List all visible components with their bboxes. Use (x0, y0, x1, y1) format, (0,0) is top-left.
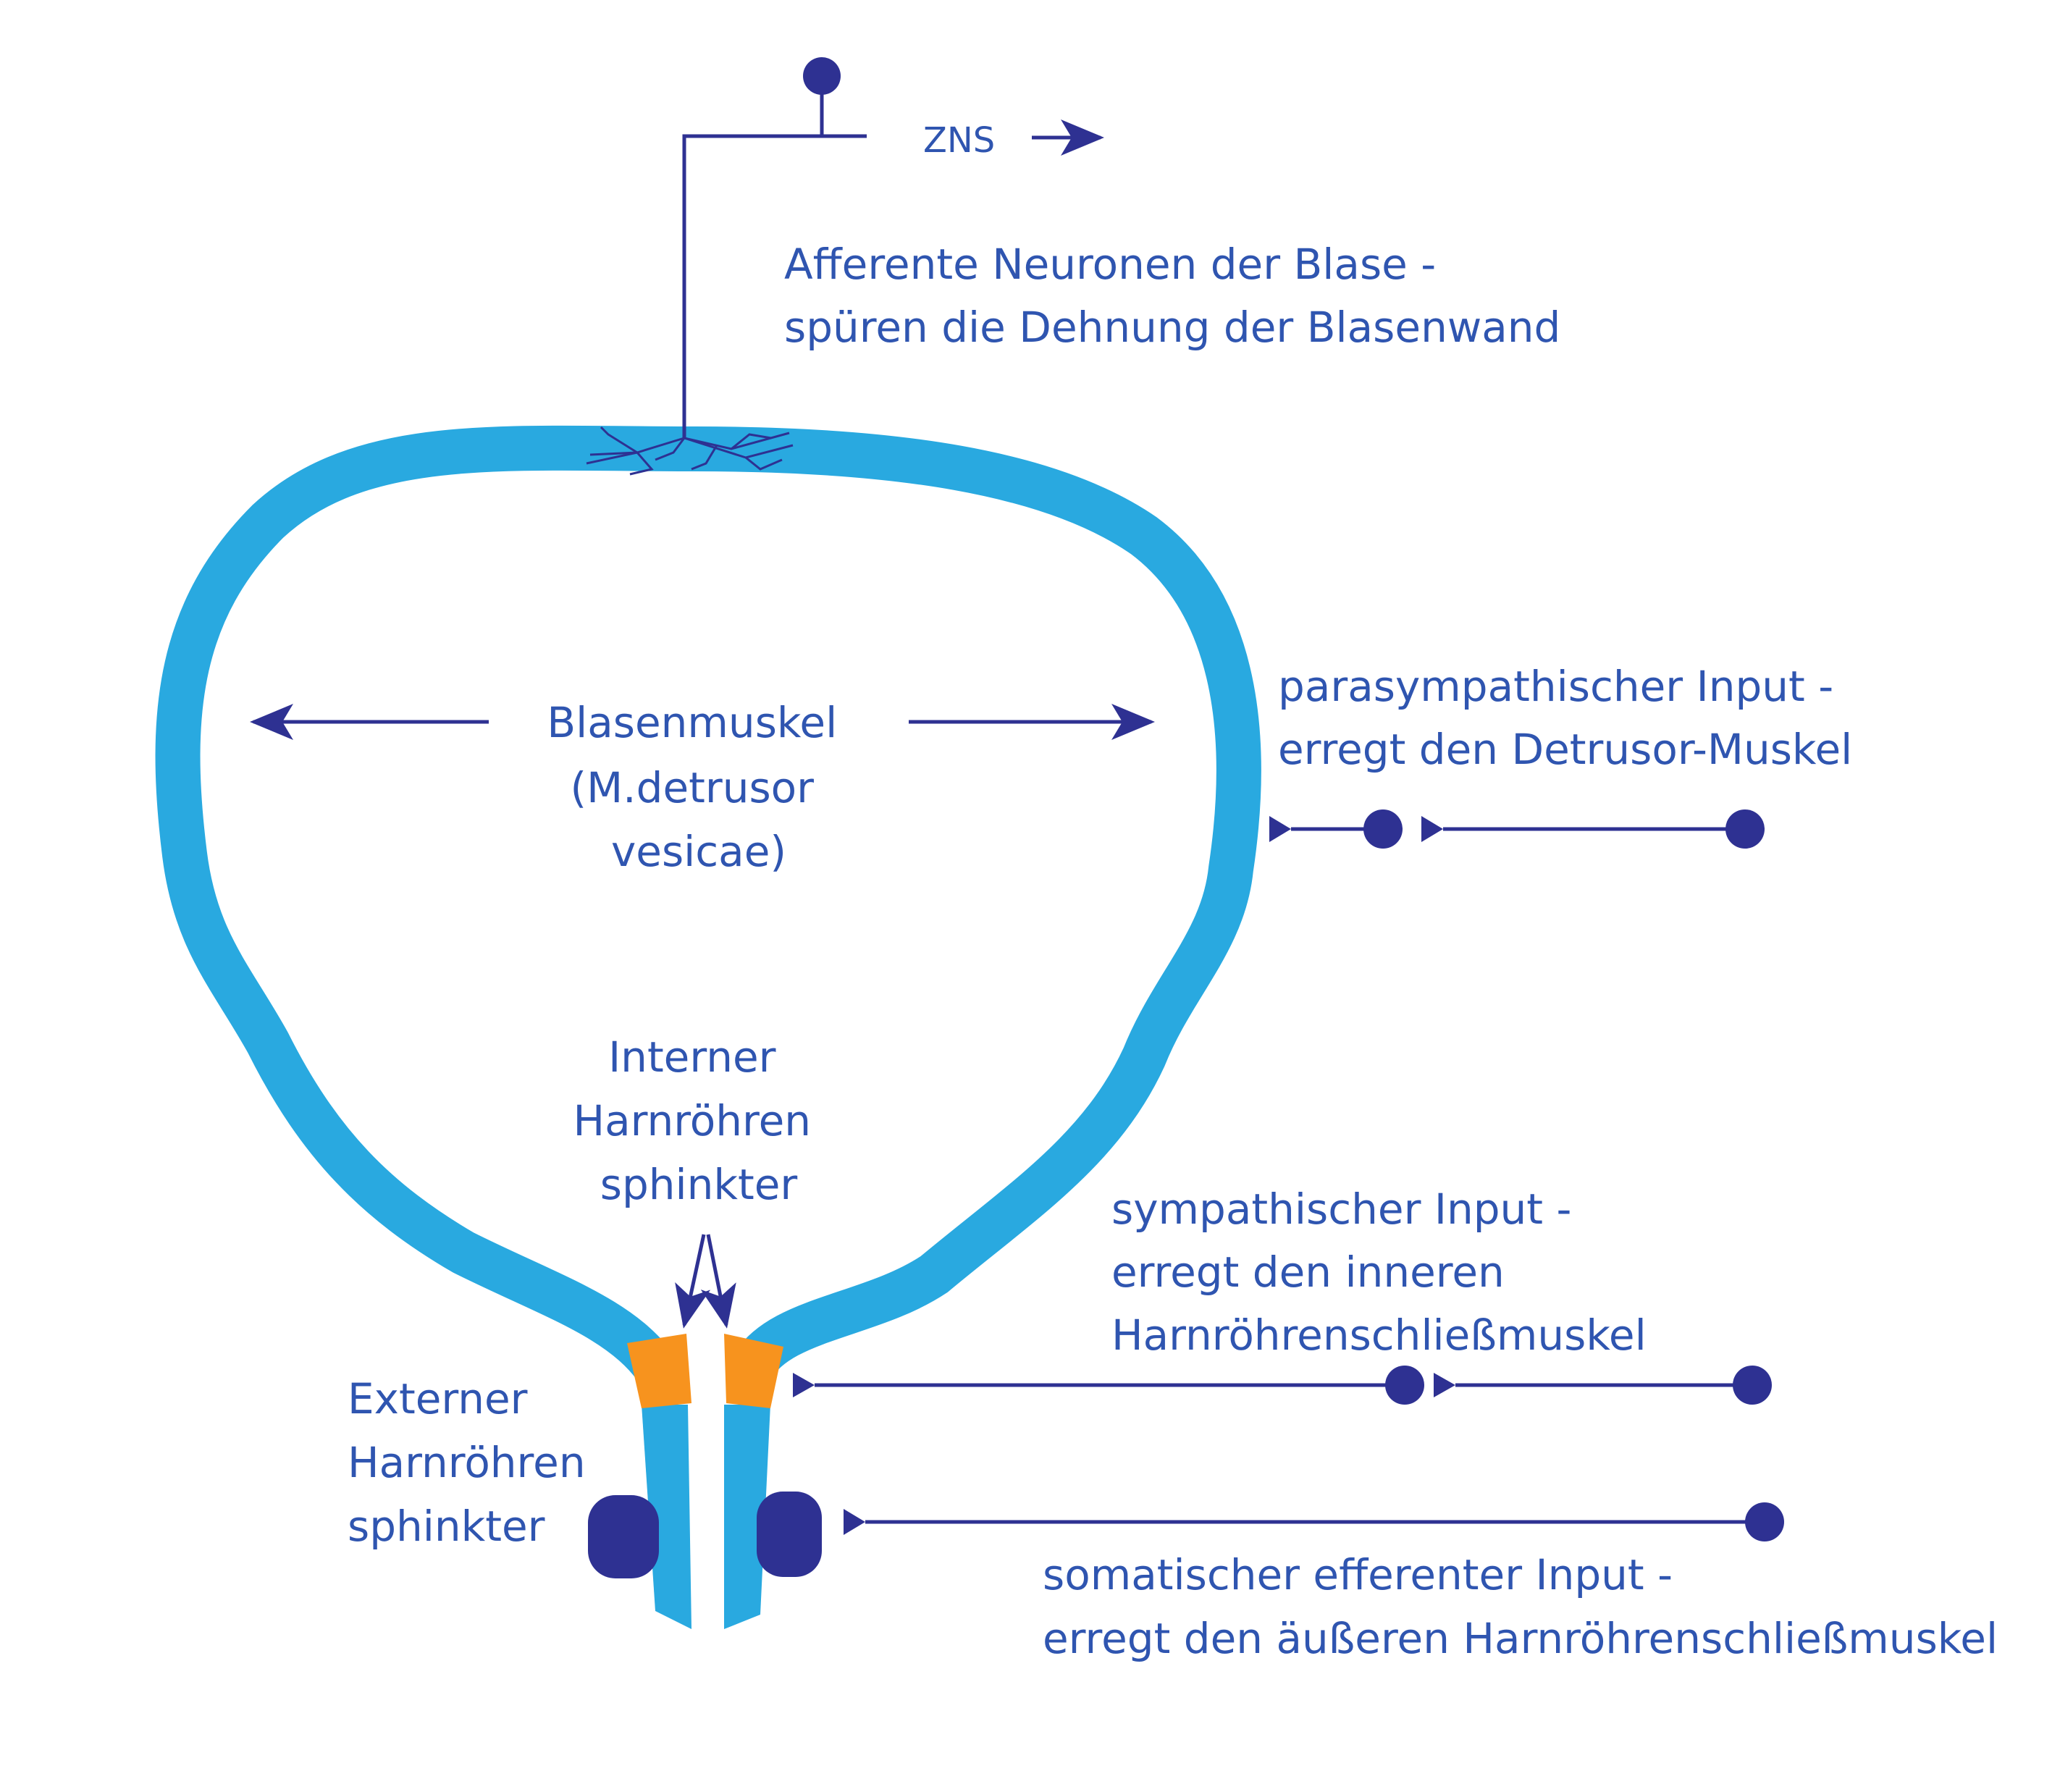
afferent-label: Afferente Neuronen der Blase - spüren di… (784, 240, 1560, 352)
detrusor-label: Blasenmuskel (M.detrusor vesicae) (547, 698, 850, 876)
sympathetic-label: sympathischer Input - erregt den inneren… (1111, 1185, 1647, 1360)
external-sphincter-label: Externer Harnröhren sphinkter (348, 1374, 599, 1551)
internal-sphincter-right (724, 1334, 783, 1408)
zns-label: ZNS (923, 120, 995, 161)
urethra-right-wall (724, 1405, 770, 1629)
internal-sphincter-pointer-right (700, 1234, 736, 1329)
afferent-neuron (586, 57, 867, 476)
internal-sphincter-left (627, 1334, 691, 1408)
sensory-nerve-endings (586, 426, 794, 476)
parasympathetic-pathway (1269, 809, 1765, 849)
external-sphincter-right (757, 1492, 822, 1577)
parasympathetic-label: parasympathischer Input - erregt den Det… (1278, 662, 1852, 774)
somatic-label: somatischer efferenter Input - erregt de… (1043, 1550, 1998, 1663)
bladder-wall (155, 425, 1261, 1385)
sympathetic-pathway (793, 1366, 1772, 1405)
internal-sphincter-label: Interner Harnröhren sphinkter (573, 1032, 824, 1209)
urethra-left-wall (642, 1405, 691, 1629)
external-sphincter-left (588, 1495, 659, 1578)
somatic-pathway (844, 1502, 1784, 1541)
internal-sphincter-pointer-left (675, 1234, 711, 1329)
